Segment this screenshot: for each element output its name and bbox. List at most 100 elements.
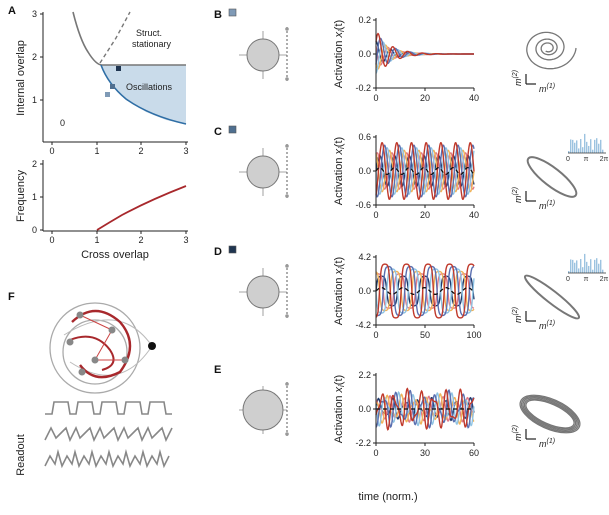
svg-text:2: 2 <box>32 52 37 62</box>
activation-ylabel: Activation xi(t) <box>333 137 346 205</box>
region-stationary-label: stationary <box>132 39 172 49</box>
ytick-label: 0.2 <box>358 15 371 25</box>
region-oscillations-label: Oscillations <box>126 82 173 92</box>
oscillation-region <box>101 65 186 124</box>
readout-label: Readout <box>15 434 27 476</box>
marker-D <box>116 66 121 71</box>
panel-E-timeseries: -2.2 0.0 2.2 0 30 60 Activation xi(t) <box>333 370 479 458</box>
frequency-line <box>96 185 187 231</box>
ytick-label: 0.0 <box>358 286 371 296</box>
xtick-label: 0 <box>373 448 378 458</box>
stationary-boundary-line <box>72 11 186 66</box>
xtick-label: 100 <box>466 330 481 340</box>
hist-tick: 2π <box>600 156 609 163</box>
xtick-label: 30 <box>420 448 430 458</box>
region-struct-label: Struct. <box>136 28 162 38</box>
panel-C-marker <box>228 125 237 134</box>
region-zero-label: 0 <box>60 118 65 128</box>
ytick-label: -2.2 <box>355 438 371 448</box>
trace-line <box>375 32 474 67</box>
svg-text:2: 2 <box>138 146 143 156</box>
eigenvalue-disc <box>246 275 280 309</box>
ytick-label: 0.0 <box>358 166 371 176</box>
A-top-xticks: 0 1 2 3 <box>49 142 189 156</box>
panel-label-C: C <box>214 126 222 138</box>
mean-trace <box>375 166 475 176</box>
panel-label-D: D <box>214 246 222 258</box>
m1-label: m(1) <box>539 438 555 449</box>
trace-line <box>375 144 475 198</box>
trace-line <box>375 263 475 319</box>
m2-label: m(2) <box>512 187 523 203</box>
xtick-label: 0 <box>373 93 378 103</box>
panel-D-timeseries: -4.2 0.0 4.2 0 50 100 Activation xi(t) <box>333 252 482 340</box>
m1-label: m(1) <box>539 83 555 94</box>
svg-text:0: 0 <box>49 146 54 156</box>
xtick-label: 0 <box>373 330 378 340</box>
trace-line <box>375 265 475 317</box>
svg-text:2: 2 <box>138 235 143 245</box>
mean-trace <box>375 287 475 295</box>
A-bottom-ylabel: Frequency <box>15 170 27 222</box>
struct-boundary-dashed <box>99 11 131 64</box>
panel-B-phase: m(1) m(2) <box>512 31 577 94</box>
panel-label-B: B <box>214 9 222 21</box>
ytick-label: -4.2 <box>355 320 371 330</box>
xtick-label: 50 <box>420 330 430 340</box>
xtick-label: 40 <box>469 93 479 103</box>
ytick-label: -0.2 <box>355 83 371 93</box>
m2-label: m(2) <box>512 307 523 323</box>
panel-label-A: A <box>8 5 16 17</box>
eigenvalue-disc <box>246 38 280 72</box>
svg-text:1: 1 <box>32 192 37 202</box>
ytick-label: 4.2 <box>358 252 371 262</box>
A-top-yticks: 1 2 3 <box>32 9 43 105</box>
panel-B-marker <box>228 8 237 17</box>
svg-text:1: 1 <box>32 95 37 105</box>
activation-ylabel: Activation xi(t) <box>333 375 346 443</box>
panel-D-marker <box>228 245 237 254</box>
ytick-label: -0.6 <box>355 200 371 210</box>
hist-tick: 0 <box>566 156 570 163</box>
panel-A-top: 0 1 2 3 1 2 3 Internal overlap Struct. s… <box>15 9 189 156</box>
svg-text:1: 1 <box>94 235 99 245</box>
hist-tick: 2π <box>600 276 609 283</box>
oscillation-boundary-line <box>100 64 187 125</box>
m1-label: m(1) <box>539 320 555 331</box>
xtick-label: 60 <box>469 448 479 458</box>
readout-traces <box>44 401 173 469</box>
m2-label: m(2) <box>512 425 523 441</box>
marker-C <box>110 84 115 89</box>
marker-B <box>105 92 110 97</box>
ytick-label: 0.6 <box>358 132 371 142</box>
panel-A-bottom: 0 1 2 3 0 1 2 Frequency Cross overlap <box>15 159 189 261</box>
svg-text:3: 3 <box>32 9 37 19</box>
ytick-label: 0.0 <box>358 404 371 414</box>
panel-E-phase: m(1) m(2) <box>512 394 581 449</box>
svg-text:1: 1 <box>94 146 99 156</box>
ytick-label: 0.0 <box>358 49 371 59</box>
hist-tick: 0 <box>566 276 570 283</box>
ytick-label: 2.2 <box>358 370 371 380</box>
hist-tick: π <box>584 156 589 163</box>
eigenvalue-disc <box>246 155 280 189</box>
svg-text:2: 2 <box>32 159 37 169</box>
svg-text:0: 0 <box>32 225 37 235</box>
activation-ylabel: Activation xi(t) <box>333 257 346 325</box>
eigenvalue-disc <box>242 389 284 431</box>
trace-line <box>375 387 475 431</box>
m2-label: m(2) <box>512 70 523 86</box>
activation-ylabel: Activation xi(t) <box>333 20 346 88</box>
xtick-label: 0 <box>373 210 378 220</box>
xtick-label: 20 <box>420 210 430 220</box>
